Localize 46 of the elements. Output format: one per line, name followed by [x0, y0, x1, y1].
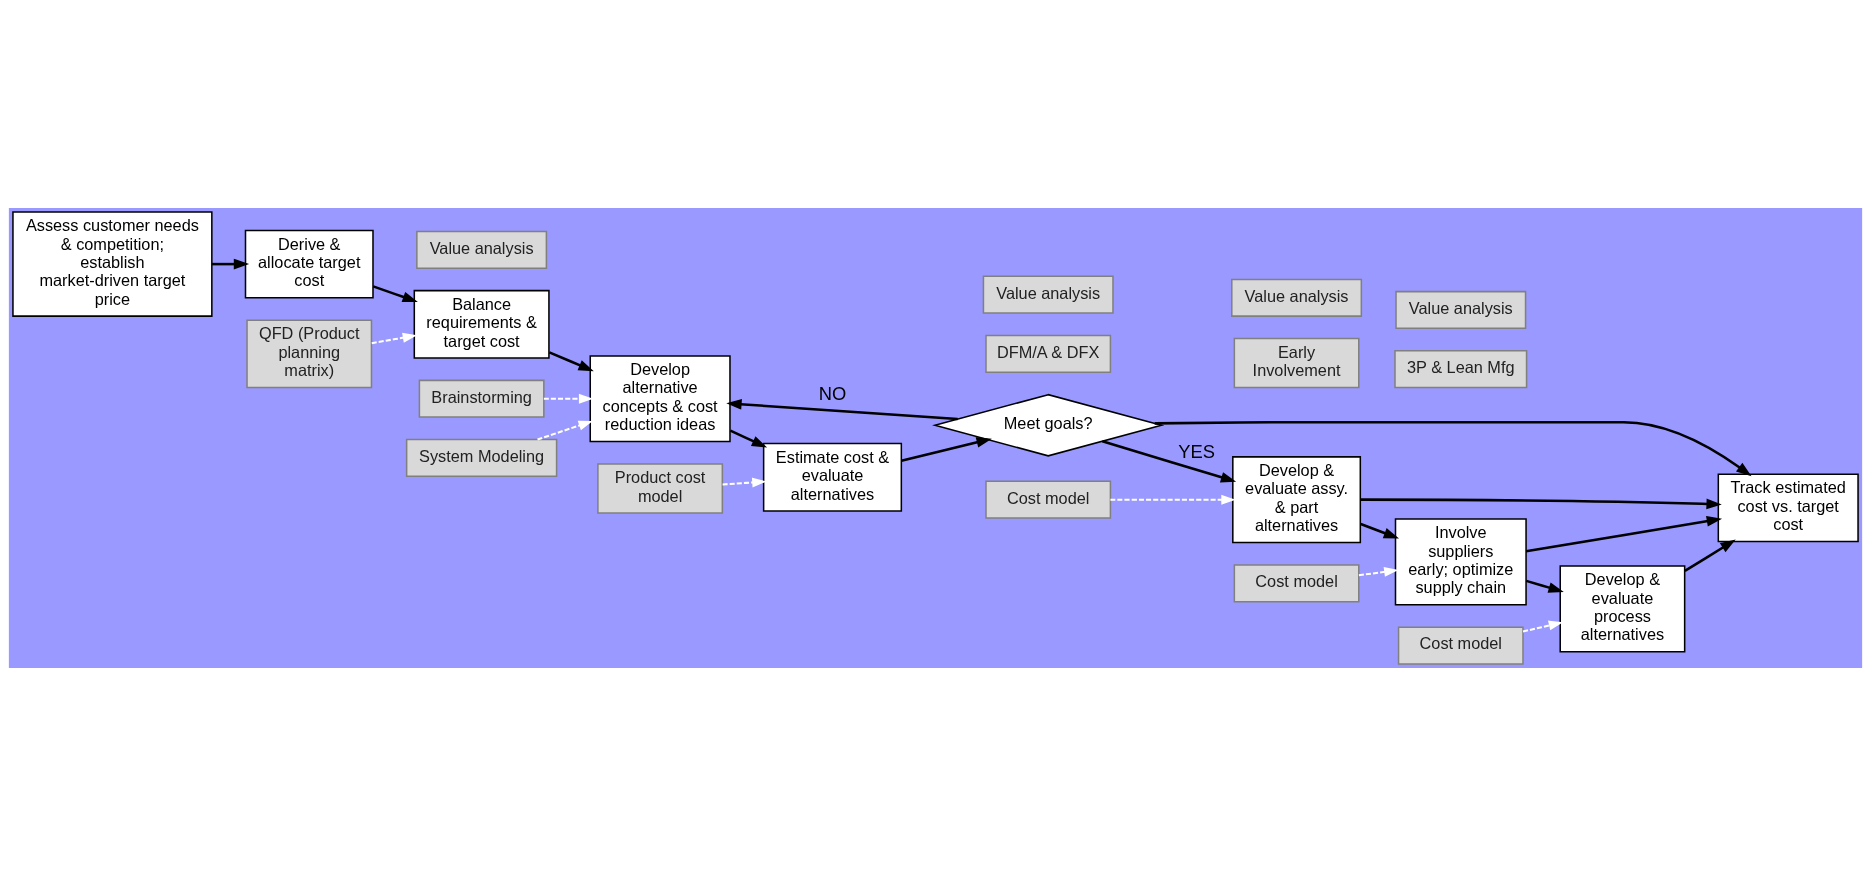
arrow [1110, 494, 1236, 505]
edge-label: NO [818, 382, 847, 404]
arrow [372, 284, 418, 302]
node-box: DFM/A & DFX [985, 334, 1112, 373]
arrow [537, 420, 593, 440]
node-box: Develop & evaluate assy. & part alternatives [1232, 455, 1362, 543]
node-box: Involve suppliers early; optimize supply chain [1394, 517, 1527, 606]
arrow [211, 258, 250, 269]
node-box: Early Involvement [1233, 337, 1360, 388]
node-box: Cost model [1233, 563, 1360, 602]
arrow [1525, 515, 1723, 552]
arrow [1684, 539, 1736, 572]
node-box: 3P & Lean Mfg [1394, 349, 1528, 388]
arrow [371, 332, 418, 344]
arrow [543, 393, 594, 404]
node-diamond: Meet goals? [932, 393, 1165, 457]
arrow [901, 436, 992, 462]
arrow [1154, 420, 1752, 476]
node-box: Balance requirements & target cost [413, 289, 550, 359]
node-box: Estimate cost & evaluate alternatives [762, 442, 903, 512]
node-box: Value analysis [416, 230, 548, 269]
arrow [722, 477, 767, 487]
edge-label: YES [1178, 440, 1215, 462]
arrow [548, 350, 594, 371]
node-box: Product cost model [597, 462, 724, 514]
node-box: Value analysis [1395, 290, 1527, 329]
node-box: Cost model [985, 480, 1112, 519]
node-box: Track estimated cost vs. target cost [1717, 472, 1859, 542]
node-box: Develop alternative concepts & cost reduction ideas [589, 354, 731, 442]
arrow [1102, 439, 1237, 482]
node-box: Derive & allocate target cost [244, 229, 374, 299]
node-box: Cost model [1397, 625, 1524, 665]
node-box: Assess customer needs & competition; establish market-driven target price [12, 210, 213, 317]
node-box: Brainstorming [418, 379, 545, 418]
node-box: Value analysis [1231, 278, 1363, 317]
arrow [726, 398, 958, 420]
arrow [1358, 566, 1399, 577]
arrow [1360, 497, 1722, 509]
node-box: QFD (Product planning matrix) [246, 318, 373, 388]
node-box: Develop & evaluate process alternatives [1559, 564, 1686, 652]
arrow [1525, 579, 1564, 593]
node-box: System Modeling [405, 438, 558, 477]
node-box: Value analysis [982, 275, 1114, 314]
arrow [1360, 522, 1400, 539]
arrow [1522, 620, 1564, 632]
arrow [729, 429, 768, 448]
